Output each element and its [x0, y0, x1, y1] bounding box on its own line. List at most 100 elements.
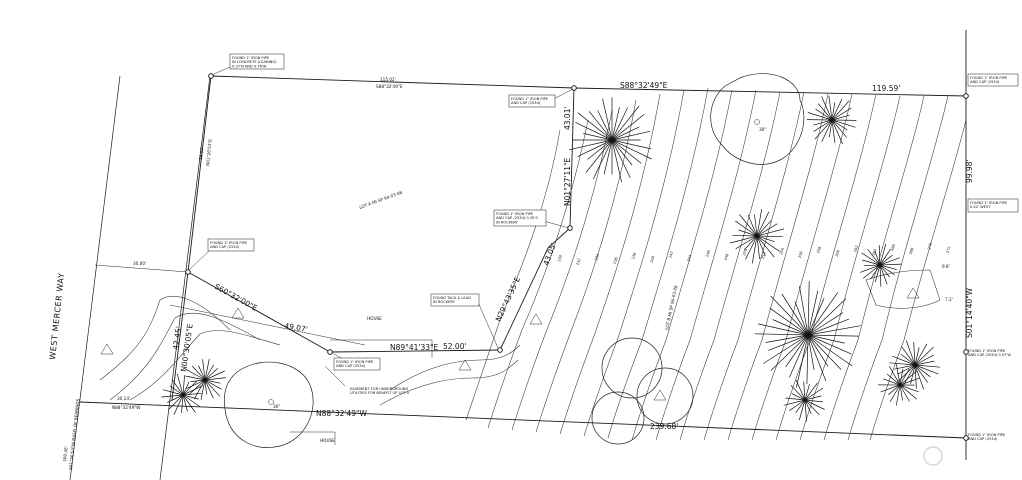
contour-line	[799, 95, 901, 441]
callout-nw-pipe: FOUND 1" IRON PIPE IN CONCRETE (LEANING)…	[232, 56, 278, 68]
dist-diag: 49.07'	[284, 321, 309, 334]
house-2-wall	[290, 431, 336, 445]
side-dist: 88.00'	[198, 147, 204, 161]
south-line	[79, 401, 967, 439]
contour-label: 240	[650, 255, 656, 263]
bearing-3014: N88°32'49"W	[112, 405, 140, 410]
callout-box	[967, 73, 1019, 87]
street-lines	[69, 75, 211, 480]
tree-markers: 30" 30"	[268, 119, 766, 409]
starburst-tree	[806, 95, 857, 144]
dist-9-8: 9.8'	[942, 264, 950, 269]
contour-label: 272	[946, 246, 952, 254]
canopy-north	[710, 73, 805, 165]
contour-line	[679, 91, 781, 441]
contour-line	[823, 95, 925, 441]
top-dist: 115.02'	[380, 77, 396, 82]
control-point	[963, 349, 969, 355]
watermark-logo	[923, 446, 943, 466]
tree-canopies	[224, 73, 805, 448]
benchmark-triangle	[458, 359, 472, 371]
control-point	[327, 349, 333, 355]
contour-line	[487, 119, 589, 429]
lot-a-label: LOT A MI SP 94-03-08	[359, 190, 404, 210]
callout-tack: FOUND TACK & LEAD IN ROCKERY	[433, 296, 472, 304]
control-point	[497, 347, 503, 353]
starburst-tree	[569, 97, 652, 183]
contour-line	[559, 93, 661, 435]
starburst-tree	[754, 281, 861, 388]
dist-inner-1: 43.01'	[563, 106, 572, 130]
bearing-inner-1: N01°27'11"E	[563, 157, 572, 206]
contour-label: 238	[631, 251, 637, 259]
dist-3014: 30.14'	[117, 396, 130, 401]
contour-label: 258	[816, 245, 822, 253]
contour-line	[655, 89, 757, 441]
dist-east-top: 99.98'	[965, 159, 974, 183]
contour-label: 242	[668, 251, 674, 259]
property-lines	[79, 30, 967, 460]
basis-dist: 300.46'	[62, 446, 69, 462]
benchmark-triangle	[100, 343, 114, 355]
contour-line	[751, 93, 853, 441]
street-edge-west	[69, 75, 121, 480]
benchmark-triangle	[231, 307, 245, 319]
bearing-inner-3: N29°43'35"E	[494, 275, 523, 323]
contour-line	[847, 95, 949, 441]
dist-30: 30.00'	[133, 261, 146, 266]
contour-line	[379, 359, 519, 406]
contour-label: 230	[557, 254, 563, 262]
lot-line	[329, 349, 501, 353]
contour-line	[583, 89, 685, 437]
inner-line-3	[499, 247, 549, 351]
callouts: FOUND 1" IRON PIPE IN CONCRETE (LEANING)…	[207, 53, 1019, 441]
row-dim-line	[94, 264, 189, 273]
contour-label: 268	[909, 246, 915, 254]
contour-line	[511, 109, 613, 431]
callout-box	[207, 238, 255, 252]
tree-label: 30"	[759, 127, 766, 132]
callout-box	[333, 357, 381, 371]
benchmark-triangle	[653, 389, 667, 401]
contour-label: 250	[742, 248, 748, 256]
leader-line	[188, 249, 211, 271]
canopy-circle	[636, 367, 694, 425]
control-point	[185, 269, 191, 275]
bearing-north: S88°32'49"E	[620, 81, 668, 90]
contour-label: 236	[613, 256, 619, 264]
contour-line	[631, 89, 733, 441]
tree-marker	[754, 119, 760, 125]
callout-e-pipe-2: FOUND 1" IRON PIPE AND CAP (2534) 0.07'W	[968, 349, 1011, 357]
callout-box	[430, 293, 480, 307]
contour-label: 266	[890, 243, 896, 251]
leader-line	[477, 301, 499, 349]
small-labels: 115.02' S88°32'49"E 88.00' N01°26'53"E L…	[62, 77, 953, 470]
canopy-circle	[601, 337, 663, 399]
contour-line	[869, 119, 967, 441]
control-point	[571, 85, 577, 91]
callout-top-pipe: FOUND 1" IRON PIPE AND CAP (2534)	[511, 97, 549, 105]
contour-line	[129, 330, 281, 401]
house-label: HOUSE	[367, 316, 382, 321]
callout-box	[229, 53, 285, 70]
contour-line	[703, 91, 805, 441]
basis-of-bearings: S01°26'53"W BASIS OF BEARINGS	[68, 398, 80, 470]
north-line-west	[210, 75, 575, 89]
starburst-tree	[729, 209, 785, 264]
top-bearing: S88°32'49"E	[376, 84, 403, 89]
control-points	[185, 73, 969, 441]
starburst-tree	[161, 373, 203, 415]
starburst-trees	[161, 95, 941, 422]
starburst-tree	[185, 358, 226, 400]
callout-box	[967, 198, 1019, 213]
callout-box	[508, 94, 556, 108]
contour-label: 256	[798, 250, 804, 258]
benchmark-triangle	[906, 287, 920, 299]
callout-mid-pipe: FOUND 1" IRON PIPE AND CAP (2534) 0.35'S…	[496, 212, 539, 224]
tree-marker	[268, 399, 274, 405]
starburst-tree	[783, 379, 825, 422]
benchmark-triangles	[100, 287, 920, 401]
starburst-tree	[860, 243, 902, 287]
contour-lines	[99, 87, 967, 441]
